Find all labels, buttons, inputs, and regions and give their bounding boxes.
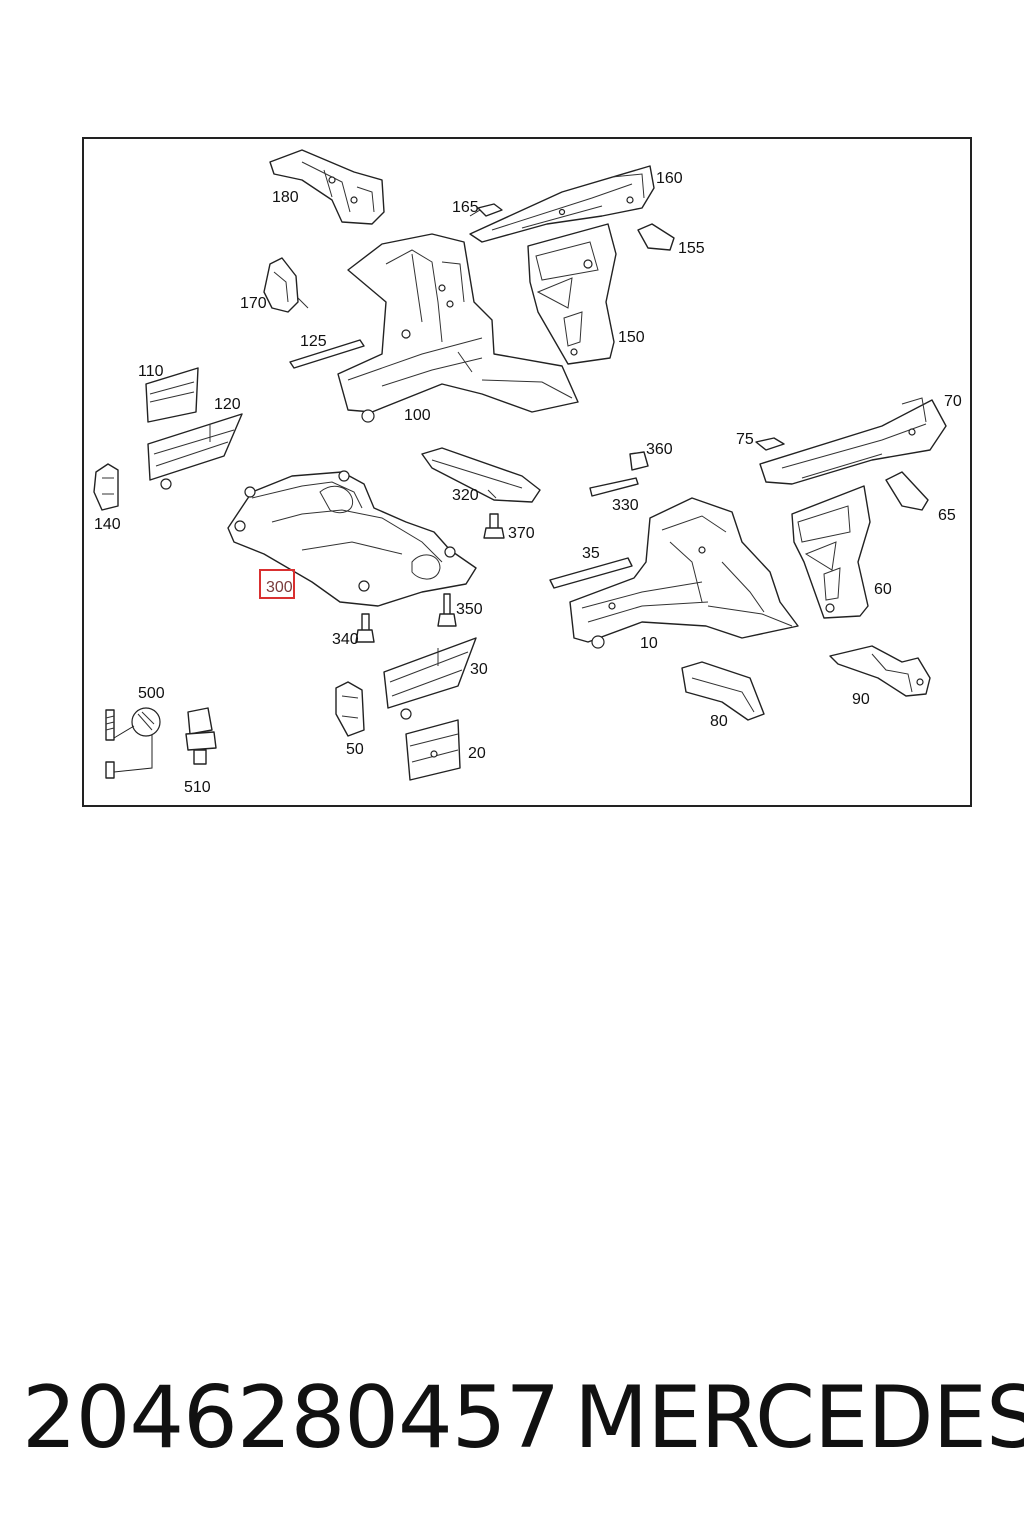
label-300: 300 xyxy=(266,579,293,596)
parts-diagram-frame: 10 20 30 35 50 60 65 70 75 80 90 100 110… xyxy=(82,137,972,807)
label-75: 75 xyxy=(736,431,754,448)
part-510-nut xyxy=(185,707,217,765)
label-90: 90 xyxy=(852,691,870,708)
highlight-box-300 xyxy=(259,569,295,599)
label-510: 510 xyxy=(184,779,211,796)
part-110-plate xyxy=(145,367,199,423)
part-125-strip xyxy=(289,339,365,369)
part-75-clip xyxy=(755,437,785,451)
part-90-bracket xyxy=(829,645,931,697)
label-320: 320 xyxy=(452,487,479,504)
label-330: 330 xyxy=(612,497,639,514)
part-340-bolt xyxy=(355,613,375,643)
part-140-bracket xyxy=(93,463,119,511)
caption: 2046280457 MERCEDES xyxy=(0,1370,1024,1470)
part-120-reinforcement xyxy=(147,413,243,490)
label-370: 370 xyxy=(508,525,535,542)
label-10: 10 xyxy=(640,635,658,652)
part-number: 2046280457 xyxy=(22,1368,560,1468)
label-180: 180 xyxy=(272,189,299,206)
part-350-bolt xyxy=(437,593,457,627)
part-30-reinforcement xyxy=(383,637,477,720)
part-100-wheelhouse xyxy=(337,233,579,423)
part-165-clip xyxy=(469,203,503,217)
label-150: 150 xyxy=(618,329,645,346)
part-320-cross-member xyxy=(421,447,541,503)
label-65: 65 xyxy=(938,507,956,524)
part-10-wheelhouse xyxy=(569,497,799,649)
label-165: 165 xyxy=(452,199,479,216)
part-180-bracket xyxy=(269,149,385,225)
label-80: 80 xyxy=(710,713,728,730)
part-35-strip xyxy=(549,557,633,589)
part-80-bracket xyxy=(681,661,765,721)
label-100: 100 xyxy=(404,407,431,424)
part-20-plate xyxy=(405,719,461,781)
part-50-bracket xyxy=(335,681,365,737)
part-170-bracket xyxy=(263,257,309,313)
part-150-panel xyxy=(527,223,617,365)
brand-name: MERCEDES xyxy=(574,1368,1024,1468)
label-20: 20 xyxy=(468,745,486,762)
label-120: 120 xyxy=(214,396,241,413)
label-110: 110 xyxy=(138,363,164,380)
label-50: 50 xyxy=(346,741,364,758)
label-360: 360 xyxy=(646,441,673,458)
label-125: 125 xyxy=(300,333,327,350)
part-360-nut xyxy=(629,451,649,471)
label-350: 350 xyxy=(456,601,483,618)
part-60-panel xyxy=(791,485,871,619)
label-155: 155 xyxy=(678,240,705,257)
label-140: 140 xyxy=(94,516,121,533)
part-160-upper-rail xyxy=(469,165,655,243)
part-370-bolt xyxy=(483,513,505,539)
label-500: 500 xyxy=(138,685,165,702)
part-500-bolt-set xyxy=(105,707,161,779)
label-340: 340 xyxy=(332,631,359,648)
label-160: 160 xyxy=(656,170,683,187)
label-30: 30 xyxy=(470,661,488,678)
part-300-subframe xyxy=(227,470,477,607)
label-170: 170 xyxy=(240,295,267,312)
part-155-plate xyxy=(637,223,675,251)
parts-diagram: 10 20 30 35 50 60 65 70 75 80 90 100 110… xyxy=(93,149,962,796)
label-60: 60 xyxy=(874,581,892,598)
label-70: 70 xyxy=(944,393,962,410)
label-35: 35 xyxy=(582,545,600,562)
part-70-rail xyxy=(759,397,947,485)
part-65-plate xyxy=(885,471,929,511)
part-330-strip xyxy=(589,477,639,497)
